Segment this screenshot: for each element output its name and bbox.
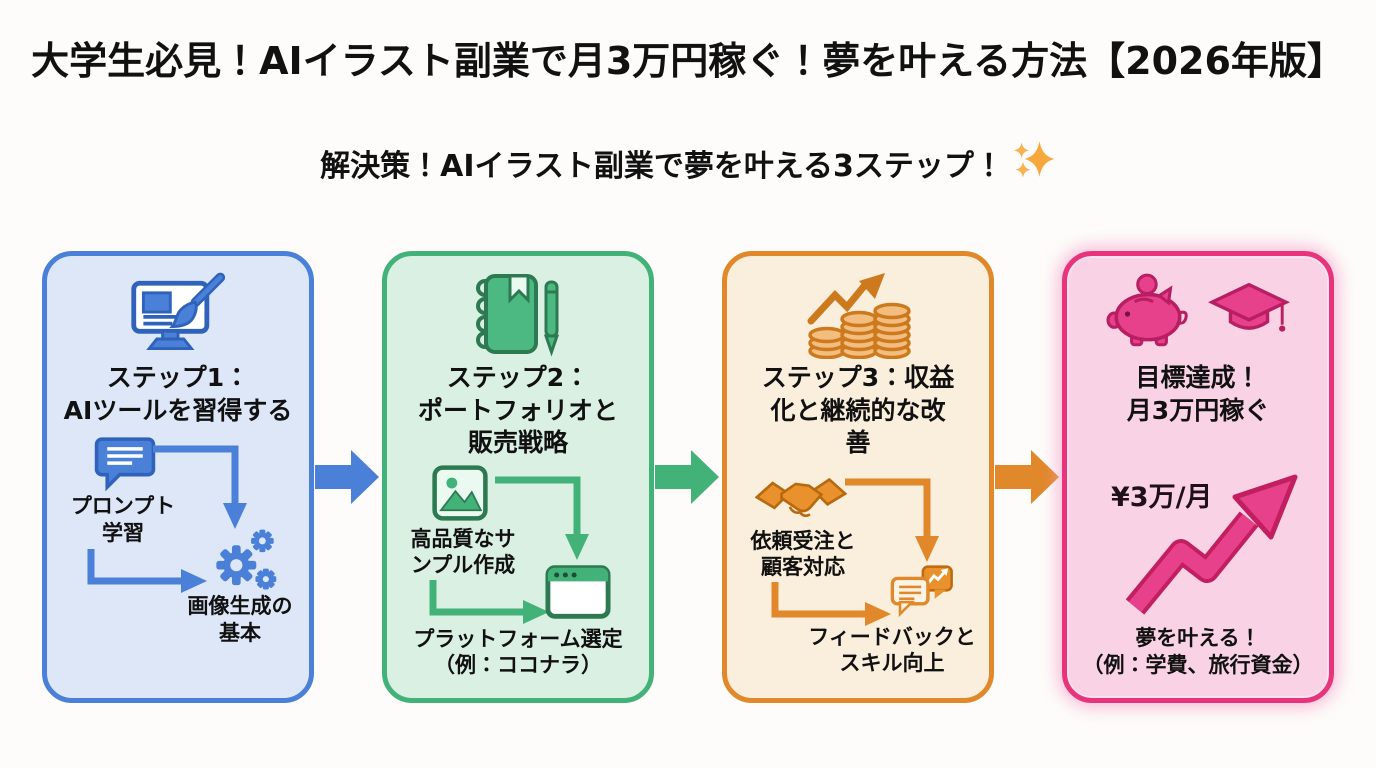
image-generation-basics-label: 画像生成の 基本 xyxy=(187,594,293,645)
goal-title: 目標達成！ 月3万円稼ぐ xyxy=(1126,363,1270,425)
step1-title: ステップ1： AIツールを習得する xyxy=(63,363,293,425)
step3-diagram: 依頼受注と 顧客対応 xyxy=(727,460,989,699)
feedback-bubbles-icon xyxy=(889,562,955,626)
notebook-pen-icon xyxy=(387,270,649,358)
dream-label: 夢を叶える！ （例：学費、旅行資金） xyxy=(1082,626,1314,677)
sample-creation-label: 高品質なサ ンプル作成 xyxy=(410,526,516,578)
coins-growth-icon xyxy=(727,270,989,359)
step2-diagram: 高品質なサ ンプル作成 プラットフォーム選定 （例：ココナラ） xyxy=(387,460,649,699)
speech-bubble-icon xyxy=(93,435,157,497)
order-handling-label: 依頼受注と 顧客対応 xyxy=(750,528,856,580)
elbow-arrow-right-down xyxy=(489,472,601,572)
goal-diagram: ¥3万/月 夢を叶える！ （例：学費、旅行資金） xyxy=(1067,427,1329,698)
sparkles-icon xyxy=(1012,137,1056,189)
page-subtitle: 解決策！AIイラスト副業で夢を叶える3ステップ！ xyxy=(0,137,1376,189)
arrow-step2-to-step3 xyxy=(655,448,721,506)
piggy-bank-icon xyxy=(1106,273,1192,355)
step2-title: ステップ2： ポートフォリオと 販売戦略 xyxy=(417,363,618,457)
graduation-cap-icon xyxy=(1207,280,1291,348)
monthly-income-label: ¥3万/月 xyxy=(1111,482,1213,513)
step2-box: ステップ2： ポートフォリオと 販売戦略 高品質なサ ンプル作成 xyxy=(382,251,654,703)
growth-zigzag-arrow-icon xyxy=(1119,465,1305,619)
goal-icons xyxy=(1067,270,1329,358)
page-title: 大学生必見！AIイラスト副業で月3万円稼ぐ！夢を叶える方法【2026年版】 xyxy=(31,39,1345,83)
elbow-arrow-right-down xyxy=(147,441,259,541)
subtitle-text: 解決策！AIイラスト副業で夢を叶える3ステップ！ xyxy=(320,149,1004,184)
browser-window-icon xyxy=(545,564,611,624)
prompt-learning-label: プロンプト 学習 xyxy=(70,494,176,545)
monitor-paintbrush-icon xyxy=(47,270,309,358)
handshake-icon xyxy=(754,470,848,532)
elbow-arrow-down-right xyxy=(767,580,903,634)
step3-title: ステップ3：収益 化と継続的な改 善 xyxy=(761,363,955,457)
step-flow: ステップ1： AIツールを習得する プロンプト 学習 xyxy=(0,251,1376,703)
image-icon xyxy=(431,464,489,526)
step3-box: ステップ3：収益 化と継続的な改 善 依頼受注と 顧客対応 xyxy=(722,251,994,703)
gears-icon xyxy=(212,527,278,597)
step1-diagram: プロンプト 学習 xyxy=(47,427,309,698)
platform-selection-label: プラットフォーム選定 （例：ココナラ） xyxy=(413,626,623,678)
step1-box: ステップ1： AIツールを習得する プロンプト 学習 xyxy=(42,251,314,703)
arrow-step3-to-goal xyxy=(995,448,1061,506)
feedback-skill-label: フィードバックと スキル向上 xyxy=(808,624,976,676)
elbow-arrow-down-right xyxy=(83,547,219,601)
goal-box: 目標達成！ 月3万円稼ぐ ¥3万/月 夢を叶える！ （例：学費、旅行資金） xyxy=(1062,251,1334,703)
arrow-step1-to-step2 xyxy=(315,448,381,506)
elbow-arrow-down-right xyxy=(425,578,561,632)
elbow-arrow-right-down xyxy=(839,474,951,574)
